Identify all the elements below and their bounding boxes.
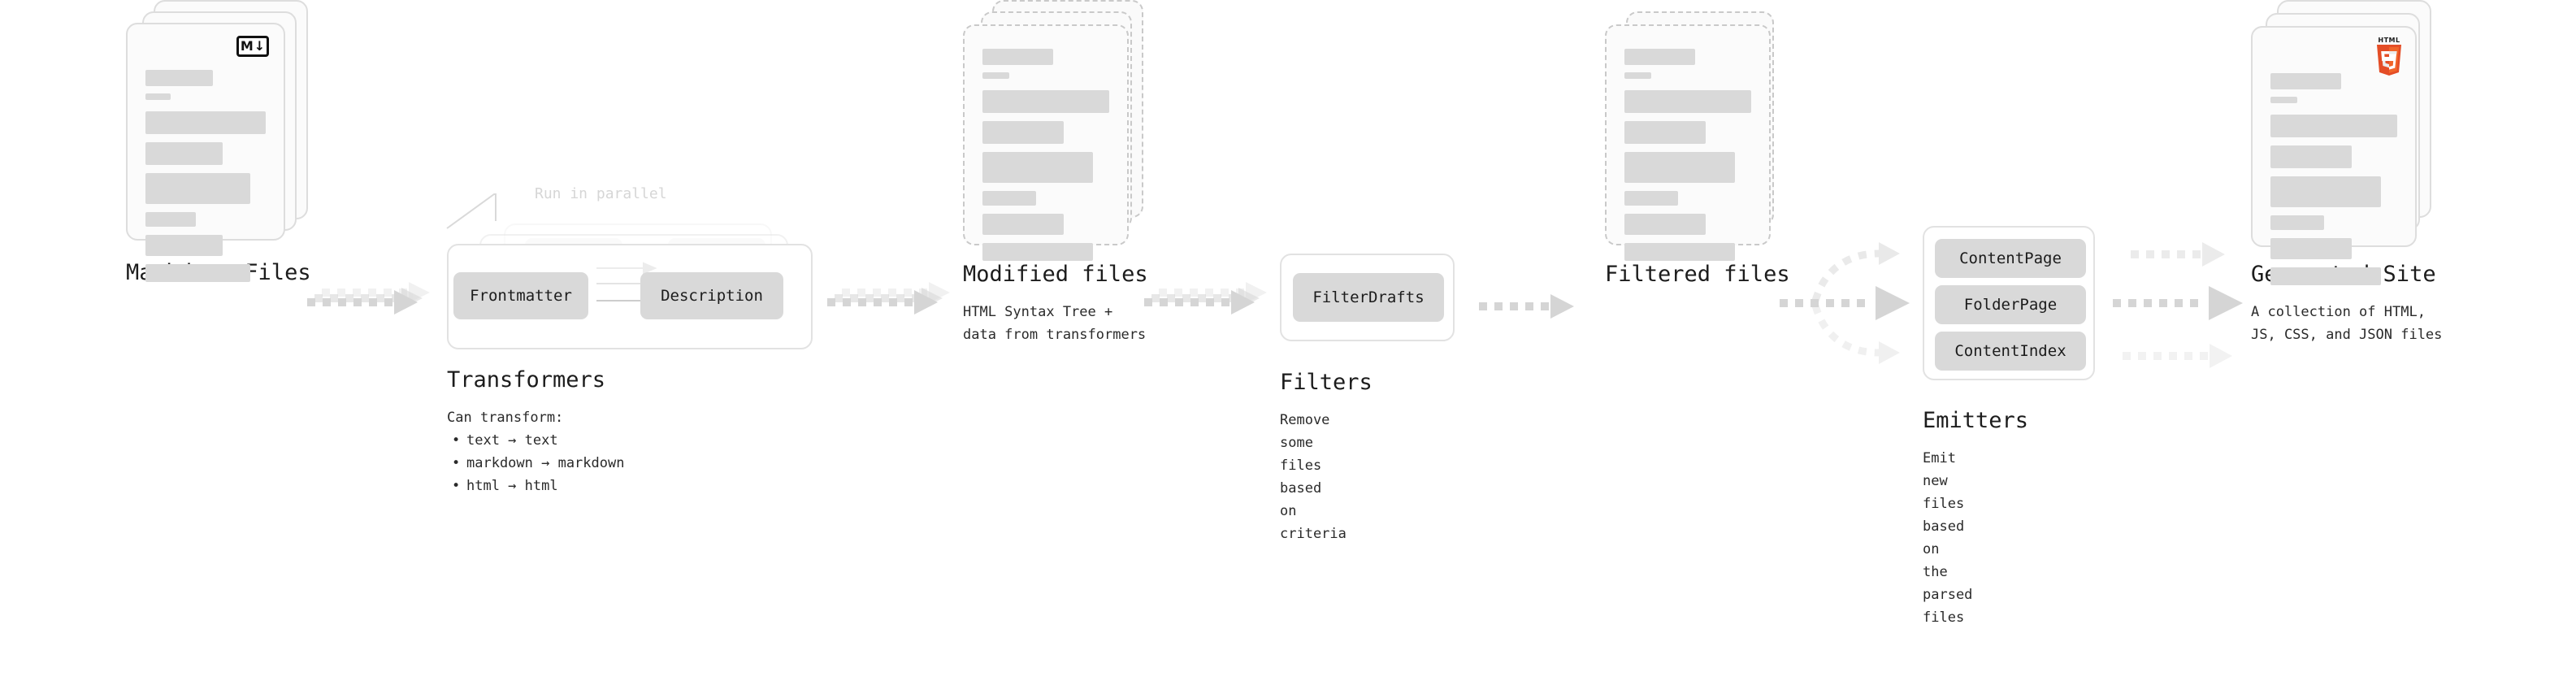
connector-modified-to-filters — [1144, 280, 1274, 329]
pill-frontmatter[interactable]: Frontmatter — [453, 272, 588, 319]
stage-desc-emitters: Emit new files based on the parsed files — [1923, 450, 1973, 627]
card-skeleton-lines — [982, 49, 1109, 268]
stage-transformers: Run in parallel — [446, 0, 829, 494]
pill-contentpage[interactable]: ContentPage — [1935, 239, 2086, 278]
stage-title-modified-files: Modified files — [963, 262, 1148, 287]
stage-title-filtered-files: Filtered files — [1605, 262, 1790, 287]
stage-title-filters: Filters — [1280, 370, 1373, 395]
pill-folderpage[interactable]: FolderPage — [1935, 285, 2086, 324]
file-card-top — [963, 24, 1129, 261]
file-card-top: HTML — [2251, 26, 2417, 285]
stage-markdown-files: M↓ M↓ M↓ — [126, 0, 313, 285]
connector-filters-to-filtered — [1479, 288, 1601, 327]
transform-kind-item: text → text — [447, 429, 624, 452]
card-skeleton-lines — [145, 70, 266, 289]
connector-emitters-to-site — [2113, 234, 2267, 376]
stage-desc-modified-files: HTML Syntax Tree + data from transformer… — [963, 304, 1147, 344]
transform-kind-item: html → html — [447, 475, 624, 497]
file-card-top: M↓ — [126, 23, 285, 282]
file-card-top — [1605, 24, 1771, 261]
site-card-stack: CSS HTML — [2251, 0, 2462, 285]
stage-title-emitters: Emitters — [1923, 408, 2029, 433]
stage-filtered-files: Filtered files — [1605, 0, 1792, 287]
transformers-stack: Frontmatter Description — [447, 0, 829, 349]
modified-card-stack — [963, 0, 1150, 261]
filtered-card-stack — [1605, 0, 1792, 261]
connector-filtered-to-emitters — [1780, 234, 1926, 376]
connector-markdown-to-transformers — [307, 280, 437, 329]
html5-icon-label: HTML — [2378, 37, 2400, 44]
connector-transformers-to-modified — [827, 280, 957, 329]
markdown-icon: M↓ — [236, 36, 269, 57]
pill-description[interactable]: Description — [640, 272, 783, 319]
transformer-box-front: Frontmatter Description — [447, 244, 813, 349]
card-skeleton-lines — [1624, 49, 1751, 268]
markdown-card-stack: M↓ M↓ M↓ — [126, 0, 313, 282]
stage-desc-transformers: Can transform: — [447, 410, 564, 426]
stage-desc-filters: Remove some files based on criteria — [1280, 412, 1347, 543]
parallel-annotation-label: Run in parallel — [535, 185, 667, 202]
card-skeleton-lines — [2270, 73, 2397, 293]
emitters-box: ContentPage FolderPage ContentIndex — [1923, 226, 2095, 380]
transform-kind-list: text → text markdown → markdown html → h… — [447, 429, 624, 497]
stage-title-transformers: Transformers — [447, 367, 606, 393]
html5-icon: HTML — [2374, 37, 2404, 77]
filters-box: FilterDrafts — [1280, 254, 1455, 341]
stage-modified-files: Modified files HTML Syntax Tree + data f… — [963, 0, 1150, 343]
pill-filterdrafts[interactable]: FilterDrafts — [1293, 273, 1444, 322]
transform-kind-item: markdown → markdown — [447, 452, 624, 475]
pill-contentindex[interactable]: ContentIndex — [1935, 332, 2086, 371]
stage-desc-generated-site: A collection of HTML, JS, CSS, and JSON … — [2251, 304, 2443, 344]
parallel-annotation-leader — [446, 185, 553, 234]
stage-generated-site: CSS HTML — [2251, 0, 2462, 343]
